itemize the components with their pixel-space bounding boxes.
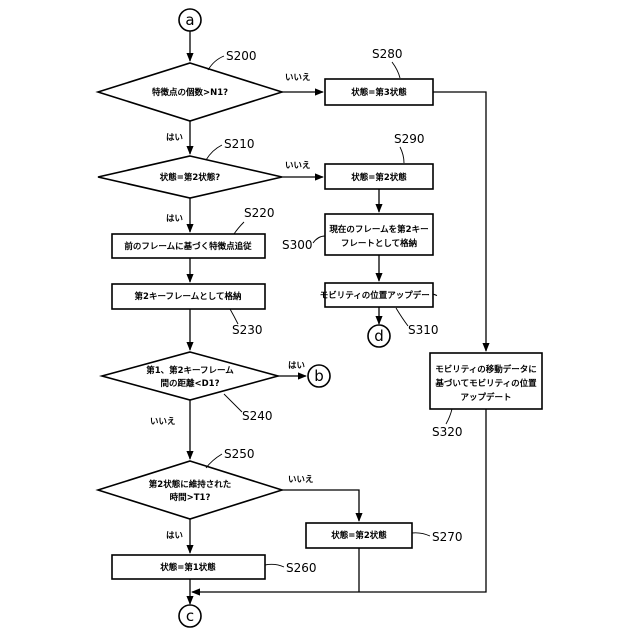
process-s280: 状態=第3状態 — [325, 79, 433, 105]
process-s320: モビリティの移動データに 基づいてモビリティの位置 アップデート — [430, 353, 542, 409]
process-s270: 状態=第2状態 — [306, 523, 412, 548]
process-s310: モビリティの位置アップデート — [320, 283, 439, 307]
process-s290: 状態=第2状態 — [325, 164, 433, 189]
ref-s260: S260 — [286, 561, 317, 575]
edge-s280-to-s320 — [433, 92, 486, 351]
label-s210-yes: はい — [166, 214, 183, 224]
decision-s200-label: 特徴点の個数>N1? — [152, 87, 228, 98]
label-s250-no: いいえ — [288, 475, 314, 485]
process-s320-label-line3: アップデート — [460, 392, 511, 403]
process-s220-label: 前のフレームに基づく特徴点追従 — [124, 241, 252, 252]
connector-a-label: a — [185, 11, 194, 29]
label-s210-no: いいえ — [285, 161, 311, 171]
process-s260-label: 状態=第1状態 — [160, 562, 216, 573]
process-s230: 第2キーフレームとして格納 — [112, 284, 265, 309]
edge-s250-no — [282, 490, 359, 521]
process-s230-label: 第2キーフレームとして格納 — [135, 291, 242, 302]
leader-s290 — [400, 147, 404, 163]
ref-s300: S300 — [282, 238, 313, 252]
leader-s280 — [392, 62, 400, 78]
connector-b: b — [308, 365, 330, 387]
decision-s240: 第1、第2キーフレーム 間の距離<D1? — [102, 352, 278, 400]
connector-c-label: c — [186, 607, 194, 625]
connector-d-label: d — [374, 327, 384, 345]
process-s320-label-line1: モビリティの移動データに — [435, 364, 537, 375]
leader-s320 — [446, 409, 452, 424]
process-s280-label: 状態=第3状態 — [351, 87, 407, 98]
decision-s200: 特徴点の個数>N1? — [98, 63, 282, 121]
leader-s270 — [412, 533, 430, 536]
process-s300-label-line2: フレートとして格納 — [341, 238, 417, 249]
ref-s200: S200 — [226, 49, 257, 63]
process-s270-label: 状態=第2状態 — [331, 530, 387, 541]
label-s250-yes: はい — [166, 531, 183, 541]
connector-c: c — [179, 605, 201, 627]
decision-s250-label-line2: 時間>T1? — [170, 492, 211, 503]
process-s260: 状態=第1状態 — [112, 555, 265, 579]
leader-s310 — [396, 308, 408, 326]
ref-s210: S210 — [224, 137, 255, 151]
leader-s200 — [208, 56, 224, 70]
decision-s250: 第2状態に維持された 時間>T1? — [98, 461, 282, 519]
connector-d: d — [368, 325, 390, 347]
ref-s270: S270 — [432, 530, 463, 544]
decision-s240-label-line1: 第1、第2キーフレーム — [146, 365, 234, 376]
label-s240-yes: はい — [288, 361, 305, 371]
leader-s220 — [234, 222, 244, 234]
connector-a: a — [179, 9, 201, 31]
decision-s240-label-line2: 間の距離<D1? — [160, 378, 219, 389]
process-s300: 現在のフレームを第2キー フレートとして格納 — [325, 214, 433, 255]
label-s200-yes: はい — [166, 133, 183, 143]
process-s310-label: モビリティの位置アップデート — [320, 290, 439, 301]
ref-s250: S250 — [224, 447, 255, 461]
label-s240-no: いいえ — [150, 417, 176, 427]
leader-s260 — [265, 564, 284, 567]
process-s320-label-line2: 基づいてモビリティの位置 — [434, 378, 537, 389]
ref-s310: S310 — [408, 323, 439, 337]
label-s200-no: いいえ — [285, 73, 311, 83]
process-s290-label: 状態=第2状態 — [351, 172, 407, 183]
decision-s210-label: 状態=第2状態? — [160, 172, 221, 183]
ref-s290: S290 — [394, 132, 425, 146]
ref-s320: S320 — [432, 425, 463, 439]
process-s300-label-line1: 現在のフレームを第2キー — [329, 224, 428, 235]
leader-s300 — [313, 236, 325, 243]
ref-s240: S240 — [242, 409, 273, 423]
ref-s280: S280 — [372, 47, 403, 61]
decision-s250-label-line1: 第2状態に維持された — [149, 479, 231, 490]
connector-b-label: b — [314, 367, 324, 385]
ref-s220: S220 — [244, 206, 275, 220]
leader-s230 — [230, 309, 238, 324]
decision-s210: 状態=第2状態? — [98, 156, 282, 198]
ref-s230: S230 — [232, 323, 263, 337]
leader-s240 — [224, 394, 242, 412]
process-s220: 前のフレームに基づく特徴点追従 — [112, 234, 265, 258]
leader-s250 — [206, 454, 222, 468]
leader-s210 — [206, 145, 222, 160]
